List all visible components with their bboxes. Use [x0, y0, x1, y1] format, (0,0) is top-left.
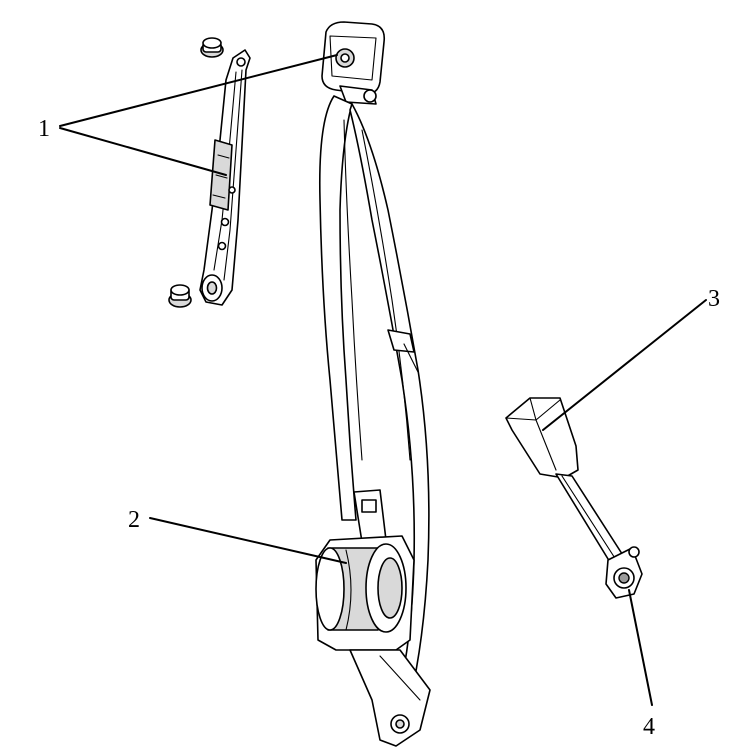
leader-1-lower — [59, 127, 227, 176]
adjuster-top-bolt — [200, 37, 224, 58]
leader-lines — [59, 54, 707, 706]
callout-1: 1 — [38, 116, 50, 142]
callout-labels: 1 2 3 4 — [38, 116, 720, 740]
buckle-assembly — [505, 397, 643, 599]
upper-guide-anchor — [321, 21, 386, 105]
retractor — [315, 489, 431, 747]
adjuster-bottom-bolt — [168, 284, 192, 308]
leader-2 — [149, 517, 347, 564]
callout-4: 4 — [643, 714, 655, 740]
callout-2: 2 — [128, 507, 140, 533]
leader-1-upper — [59, 54, 338, 127]
callout-3: 3 — [708, 286, 720, 312]
leader-3 — [542, 299, 707, 431]
height-adjuster-rail — [168, 37, 251, 308]
belt-webbing — [318, 95, 430, 701]
leader-4 — [628, 589, 653, 706]
